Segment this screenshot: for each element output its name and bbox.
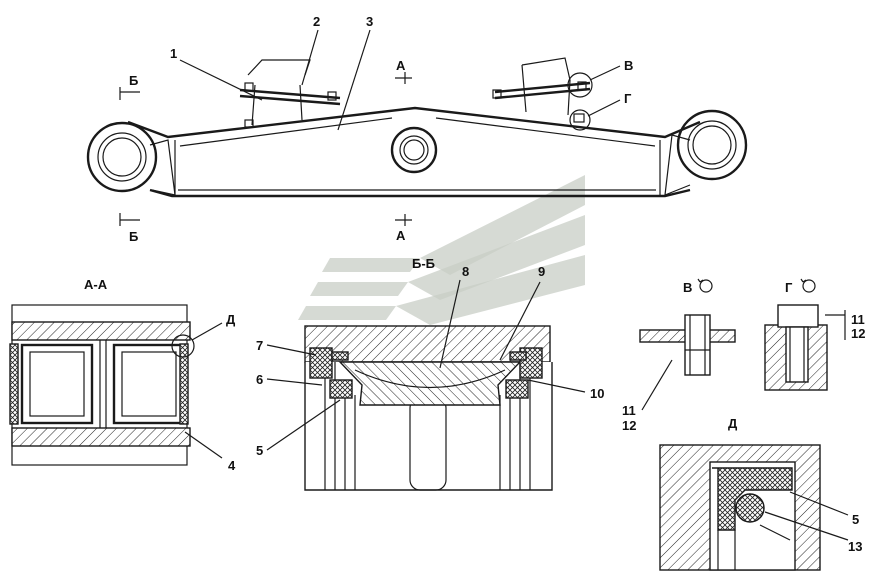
view-v-rotation-icon: [697, 278, 713, 293]
detail-marker-g: Г: [624, 91, 632, 106]
beam-main-view: [86, 29, 748, 226]
section-bb-drawing: [266, 279, 586, 491]
view-v-title: В: [683, 280, 692, 295]
section-bb-title: Б-Б: [412, 256, 435, 271]
section-aa-title: А-А: [84, 277, 108, 292]
callout-4: 4: [228, 458, 236, 473]
watermark-logo: [298, 175, 585, 325]
view-g-rotation-icon: [800, 278, 816, 293]
section-aa-drawing: [9, 304, 223, 466]
callout-1: 1: [170, 46, 177, 61]
callout-8: 8: [462, 264, 469, 279]
section-marker-b-bottom: Б: [129, 229, 138, 244]
view-g-drawing: [764, 304, 846, 391]
section-marker-a-top: А: [396, 58, 406, 73]
callout-7: 7: [256, 338, 263, 353]
callout-6: 6: [256, 372, 263, 387]
section-marker-a-bottom: А: [396, 228, 406, 243]
detail-marker-d: Д: [226, 312, 236, 327]
callout-13: 13: [848, 539, 862, 554]
detail-d-drawing: [659, 444, 849, 571]
callout-12-view-g: 12: [851, 326, 865, 341]
callout-5-section-bb: 5: [256, 443, 263, 458]
callout-2: 2: [313, 14, 320, 29]
callout-10: 10: [590, 386, 604, 401]
callout-11-view-v: 11: [622, 403, 636, 418]
callout-9: 9: [538, 264, 545, 279]
detail-d-title: Д: [728, 416, 738, 431]
view-v-drawing: [639, 314, 736, 411]
section-marker-b-top: Б: [129, 73, 138, 88]
callout-12-view-v: 12: [622, 418, 636, 433]
callout-5-detail-d: 5: [852, 512, 859, 527]
callout-11-view-g: 11: [851, 312, 865, 327]
view-g-title: Г: [785, 280, 793, 295]
detail-marker-v: В: [624, 58, 633, 73]
callout-3: 3: [366, 14, 373, 29]
